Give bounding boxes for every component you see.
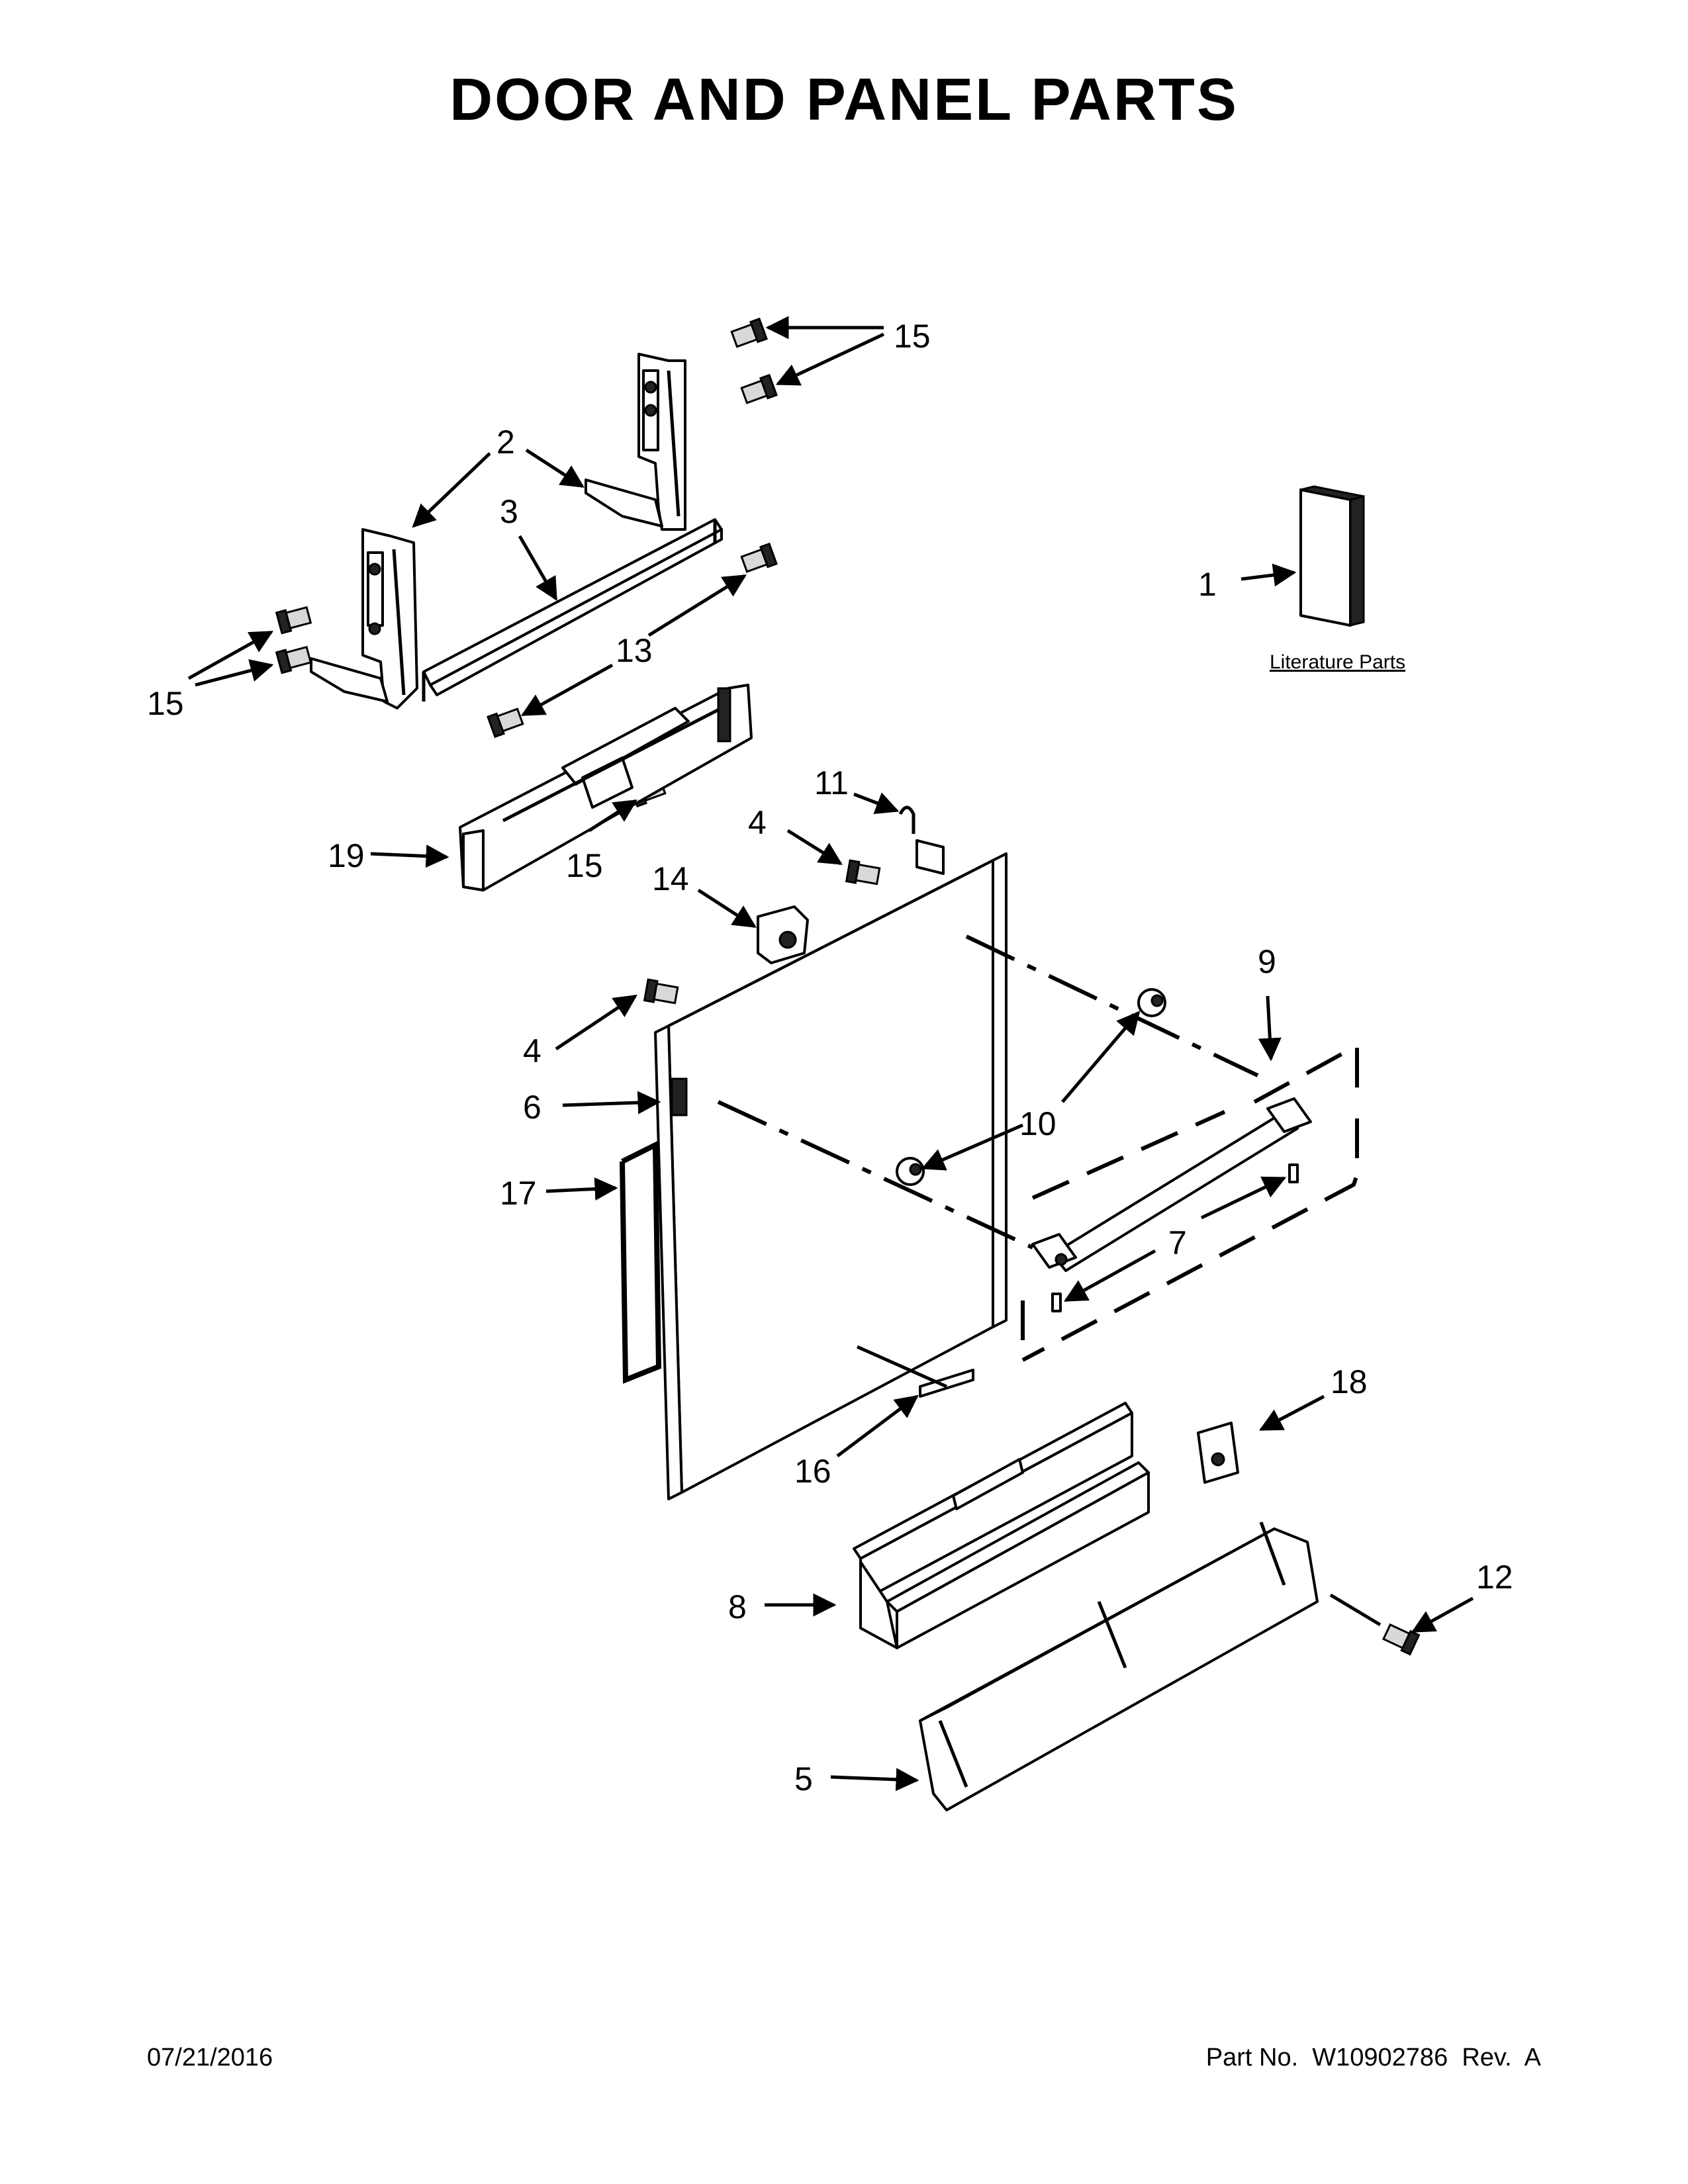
callout-18: 18 bbox=[1331, 1363, 1368, 1400]
toe-panel-clip bbox=[1197, 1422, 1239, 1484]
hinge-bracket-upper bbox=[585, 353, 686, 531]
screw-15-left-a bbox=[275, 606, 312, 635]
door-switch bbox=[898, 805, 945, 875]
callout-10: 10 bbox=[1019, 1105, 1056, 1142]
callout-17: 17 bbox=[500, 1175, 537, 1212]
handle-pin-left bbox=[1051, 1293, 1062, 1312]
handle-mount-lower bbox=[896, 1157, 925, 1186]
screw-13-right bbox=[740, 542, 778, 573]
door-handle bbox=[1031, 1097, 1312, 1272]
leader-lines bbox=[187, 316, 1474, 1792]
callout-9: 9 bbox=[1258, 943, 1276, 980]
toe-panel bbox=[919, 1522, 1319, 1811]
screw-15-top-a bbox=[730, 317, 768, 348]
mount-line-upper bbox=[965, 934, 1259, 1077]
footer-date: 07/21/2016 bbox=[147, 2044, 273, 2071]
handle-pin-right bbox=[1288, 1163, 1299, 1183]
callout-4-upper: 4 bbox=[748, 804, 767, 841]
callout-3: 3 bbox=[500, 493, 518, 530]
callout-12: 12 bbox=[1476, 1559, 1513, 1596]
mount-line-lower bbox=[717, 1100, 1034, 1250]
callout-1: 1 bbox=[1198, 566, 1217, 603]
callout-16: 16 bbox=[794, 1453, 831, 1490]
callout-5: 5 bbox=[794, 1760, 813, 1797]
screw-13-left bbox=[487, 707, 524, 739]
literature-parts-label: Literature Parts bbox=[1270, 651, 1405, 673]
callout-15-console: 15 bbox=[566, 847, 603, 884]
handle-assembly-box bbox=[1021, 1042, 1359, 1362]
control-console bbox=[459, 684, 753, 891]
callout-19: 19 bbox=[328, 837, 365, 874]
screw-15-top-b bbox=[740, 373, 778, 404]
handle-mount-upper bbox=[1137, 988, 1166, 1017]
door-gasket bbox=[620, 1140, 662, 1384]
door-support-bracket bbox=[422, 518, 723, 702]
callout-8: 8 bbox=[728, 1588, 747, 1625]
door-panel bbox=[654, 852, 1008, 1500]
screw-12 bbox=[1382, 1623, 1421, 1656]
hinge-bracket-lower bbox=[310, 528, 418, 709]
door-latch bbox=[757, 905, 809, 964]
callout-15-top: 15 bbox=[894, 318, 931, 355]
nameplate-badge bbox=[919, 1369, 974, 1398]
callout-2: 2 bbox=[496, 424, 515, 461]
screw-4-lower bbox=[643, 978, 679, 1005]
screw-4-upper bbox=[845, 859, 881, 886]
callout-11: 11 bbox=[814, 764, 849, 801]
callout-13: 13 bbox=[616, 632, 653, 669]
callout-14: 14 bbox=[652, 860, 689, 897]
screw-15-left-b bbox=[275, 645, 312, 674]
callout-15-left: 15 bbox=[147, 685, 184, 722]
door-insulation bbox=[853, 1402, 1150, 1649]
literature-booklet bbox=[1299, 485, 1365, 627]
callout-4-lower: 4 bbox=[523, 1032, 541, 1069]
callout-7: 7 bbox=[1168, 1224, 1187, 1261]
page-title: DOOR AND PANEL PARTS bbox=[449, 67, 1239, 133]
footer-part-number: Part No. W10902786 Rev. A bbox=[1205, 2044, 1541, 2071]
callout-6: 6 bbox=[523, 1089, 541, 1126]
